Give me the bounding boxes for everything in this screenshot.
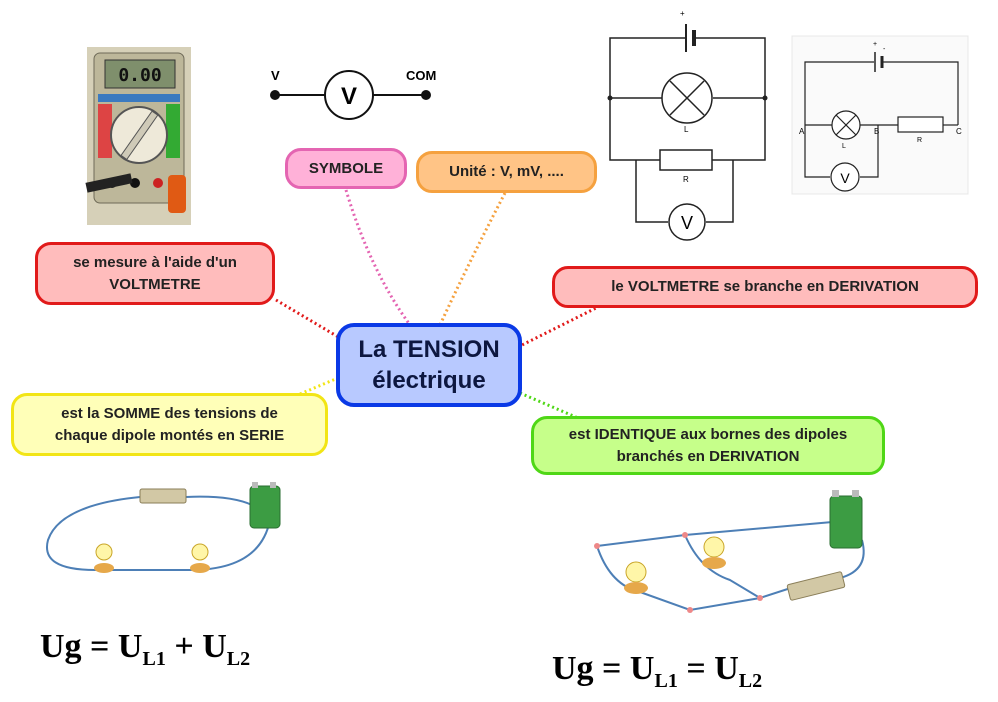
branch-identique-line1: est IDENTIQUE aux bornes des dipoles	[568, 425, 848, 443]
center-title-line1: La TENSION	[358, 335, 500, 363]
large-plus-label: +	[680, 9, 685, 18]
symbol-v-label: V	[271, 68, 280, 83]
small-lamp-label: L	[842, 143, 846, 150]
small-meter-label: V	[840, 170, 850, 186]
small-a-label: A	[799, 127, 805, 136]
small-plus-label: +	[873, 41, 877, 48]
formula-serie-sub1: L1	[142, 647, 166, 670]
formula-derivation-sub1: L1	[654, 669, 678, 692]
multimeter-display: 0.00	[118, 65, 161, 86]
branch-symbole: SYMBOLE	[285, 148, 407, 189]
large-resistor-label: R	[683, 175, 689, 184]
branch-somme-line2: chaque dipole montés en SERIE	[54, 426, 285, 444]
symbol-meter-label: V	[341, 83, 357, 110]
branch-mesure-line1: se mesure à l'aide d'un	[73, 253, 237, 271]
small-b-label: B	[874, 127, 879, 136]
symbol-com-label: COM	[406, 68, 436, 83]
branch-identique-line2: branchés en DERIVATION	[616, 447, 800, 465]
formula-serie-op: + U	[165, 628, 227, 665]
branch-unite-label: Unité : V, mV, ....	[449, 163, 564, 181]
formula-derivation-sub2: L2	[738, 669, 763, 692]
branch-mesure-line2: VOLTMETRE	[109, 275, 201, 293]
large-lamp-label: L	[684, 125, 689, 134]
formula-serie: Ug = UL1 + UL2	[40, 628, 250, 671]
formula-derivation-op: = U	[677, 650, 739, 687]
small-resistor-label: R	[917, 137, 922, 144]
formula-serie-sub2: L2	[226, 647, 251, 670]
connector-identique	[519, 391, 579, 420]
large-meter-label: V	[681, 213, 693, 233]
small-c-label: C	[956, 127, 962, 136]
branch-unite: Unité : V, mV, ....	[416, 151, 597, 193]
formula-derivation: Ug = UL1 = UL2	[552, 650, 762, 693]
center-node-tension: La TENSION électrique	[336, 323, 522, 407]
formula-serie-lhs: Ug = U	[40, 628, 143, 665]
small-minus-label: -	[883, 46, 886, 53]
branch-derivation: le VOLTMETRE se branche en DERIVATION	[552, 266, 978, 308]
branch-symbole-label: SYMBOLE	[308, 159, 384, 177]
formula-derivation-lhs: Ug = U	[552, 650, 655, 687]
branch-somme-line1: est la SOMME des tensions de	[61, 404, 278, 422]
branch-somme: est la SOMME des tensions de chaque dipo…	[11, 393, 328, 456]
branch-derivation-label: le VOLTMETRE se branche en DERIVATION	[611, 278, 919, 296]
connector-unite	[438, 192, 507, 326]
branch-mesure: se mesure à l'aide d'un VOLTMETRE	[35, 242, 275, 305]
branch-identique: est IDENTIQUE aux bornes des dipoles bra…	[531, 416, 885, 475]
center-title-line2: électrique	[372, 367, 486, 394]
